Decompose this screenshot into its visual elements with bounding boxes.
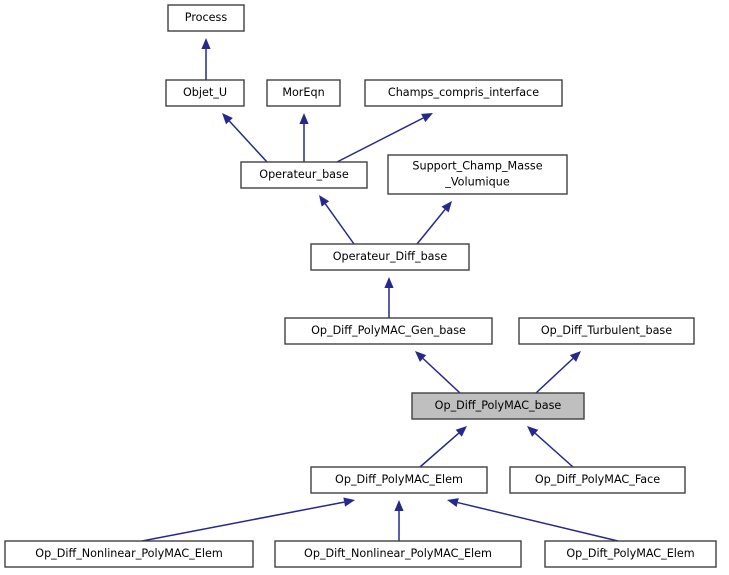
- class-node-label: Operateur_Diff_base: [333, 250, 448, 263]
- arrow-shaft: [419, 432, 460, 468]
- class-node-op_diff_nonlinear_polymac_elem[interactable]: Op_Diff_Nonlinear_PolyMAC_Elem: [4, 540, 254, 568]
- class-node-label: Op_Diff_PolyMAC_Gen_base: [311, 324, 466, 337]
- inheritance-arrow: [527, 426, 574, 468]
- class-node-box[interactable]: [240, 161, 368, 189]
- inheritance-arrow: [299, 113, 309, 162]
- class-node-label: Champs_compris_interface: [388, 86, 539, 99]
- class-node-support_champ_masse_volumique[interactable]: Support_Champ_Masse_Volumique: [387, 154, 568, 195]
- inheritance-arrow: [415, 351, 461, 394]
- class-node-operateur_base[interactable]: Operateur_base: [240, 161, 368, 189]
- class-node-champs_compris_interface[interactable]: Champs_compris_interface: [364, 79, 563, 107]
- class-node-box[interactable]: [167, 4, 245, 32]
- class-node-label: Op_Dift_Nonlinear_PolyMAC_Elem: [304, 547, 492, 560]
- arrow-shaft: [228, 120, 268, 163]
- arrow-shaft: [324, 203, 355, 245]
- arrow-head-icon: [299, 113, 309, 124]
- arrow-head-icon: [201, 38, 211, 49]
- arrow-head-icon: [447, 498, 459, 508]
- class-node-op_diff_polymac_base[interactable]: Op_Diff_PolyMAC_base: [411, 392, 585, 420]
- arrow-head-icon: [569, 351, 581, 362]
- arrow-head-icon: [384, 277, 394, 288]
- arrow-head-icon: [415, 351, 427, 362]
- class-node-op_dift_nonlinear_polymac_elem[interactable]: Op_Dift_Nonlinear_PolyMAC_Elem: [274, 540, 522, 568]
- inheritance-arrow: [319, 195, 355, 245]
- class-node-objet_u[interactable]: Objet_U: [165, 79, 245, 107]
- class-node-box[interactable]: [4, 540, 254, 568]
- arrow-shaft: [416, 209, 446, 245]
- class-node-process[interactable]: Process: [167, 4, 245, 32]
- class-node-label: Process: [185, 11, 228, 24]
- arrow-shaft: [534, 432, 574, 468]
- arrow-head-icon: [319, 195, 330, 207]
- inheritance-arrow: [419, 426, 467, 468]
- arrow-head-icon: [527, 426, 539, 437]
- class-node-operateur_diff_base[interactable]: Operateur_Diff_base: [310, 243, 470, 271]
- arrow-head-icon: [455, 426, 467, 437]
- class-node-op_diff_polymac_gen_base[interactable]: Op_Diff_PolyMAC_Gen_base: [284, 317, 493, 345]
- inheritance-arrow: [141, 497, 355, 542]
- arrow-shaft: [535, 357, 574, 394]
- inheritance-arrow: [394, 500, 404, 541]
- class-node-box[interactable]: [284, 317, 493, 345]
- class-node-op_diff_polymac_face[interactable]: Op_Diff_PolyMAC_Face: [509, 466, 686, 494]
- class-node-box[interactable]: [518, 317, 695, 345]
- class-node-box[interactable]: [310, 243, 470, 271]
- class-node-label: MorEqn: [282, 86, 324, 99]
- class-node-box[interactable]: [544, 540, 717, 568]
- inheritance-arrow: [384, 277, 394, 318]
- class-node-label: Objet_U: [183, 86, 227, 99]
- arrow-head-icon: [222, 113, 233, 125]
- arrow-shaft: [336, 117, 424, 163]
- class-node-label: Op_Diff_Nonlinear_PolyMAC_Elem: [35, 547, 222, 560]
- arrow-head-icon: [441, 201, 452, 213]
- class-node-box[interactable]: [310, 466, 488, 494]
- class-node-box[interactable]: [274, 540, 522, 568]
- class-node-label: Op_Diff_PolyMAC_base: [435, 399, 562, 412]
- class-node-box[interactable]: [411, 392, 585, 420]
- arrow-shaft: [422, 357, 461, 394]
- inheritance-arrow: [447, 498, 619, 542]
- class-node-label: Op_Diff_PolyMAC_Face: [535, 473, 660, 486]
- class-node-op_dift_polymac_elem[interactable]: Op_Dift_PolyMAC_Elem: [544, 540, 717, 568]
- class-node-box[interactable]: [266, 79, 341, 107]
- inheritance-arrow: [416, 201, 452, 245]
- class-node-box[interactable]: [364, 79, 563, 107]
- arrow-head-icon: [421, 113, 433, 123]
- inheritance-arrow: [222, 113, 268, 163]
- class-node-op_diff_turbulent_base[interactable]: Op_Diff_Turbulent_base: [518, 317, 695, 345]
- arrow-shaft: [457, 501, 619, 542]
- class-node-label: Op_Dift_PolyMAC_Elem: [566, 547, 694, 560]
- edges-layer: [141, 38, 619, 542]
- class-node-box[interactable]: [165, 79, 245, 107]
- arrow-head-icon: [394, 500, 404, 511]
- inheritance-arrow: [336, 113, 433, 163]
- arrow-shaft: [141, 501, 345, 542]
- class-node-label: Op_Diff_Turbulent_base: [541, 324, 672, 337]
- class-node-op_diff_polymac_elem[interactable]: Op_Diff_PolyMAC_Elem: [310, 466, 488, 494]
- class-node-label: Op_Diff_PolyMAC_Elem: [335, 473, 463, 486]
- class-node-box[interactable]: [509, 466, 686, 494]
- class-node-label: Support_Champ_Masse_Volumique: [412, 160, 542, 189]
- arrow-head-icon: [343, 497, 355, 507]
- class-node-moreqn[interactable]: MorEqn: [266, 79, 341, 107]
- class-node-box[interactable]: [387, 154, 568, 195]
- class-node-label: Operateur_base: [259, 168, 349, 181]
- inheritance-arrow: [535, 351, 581, 394]
- inheritance-arrow: [201, 38, 211, 80]
